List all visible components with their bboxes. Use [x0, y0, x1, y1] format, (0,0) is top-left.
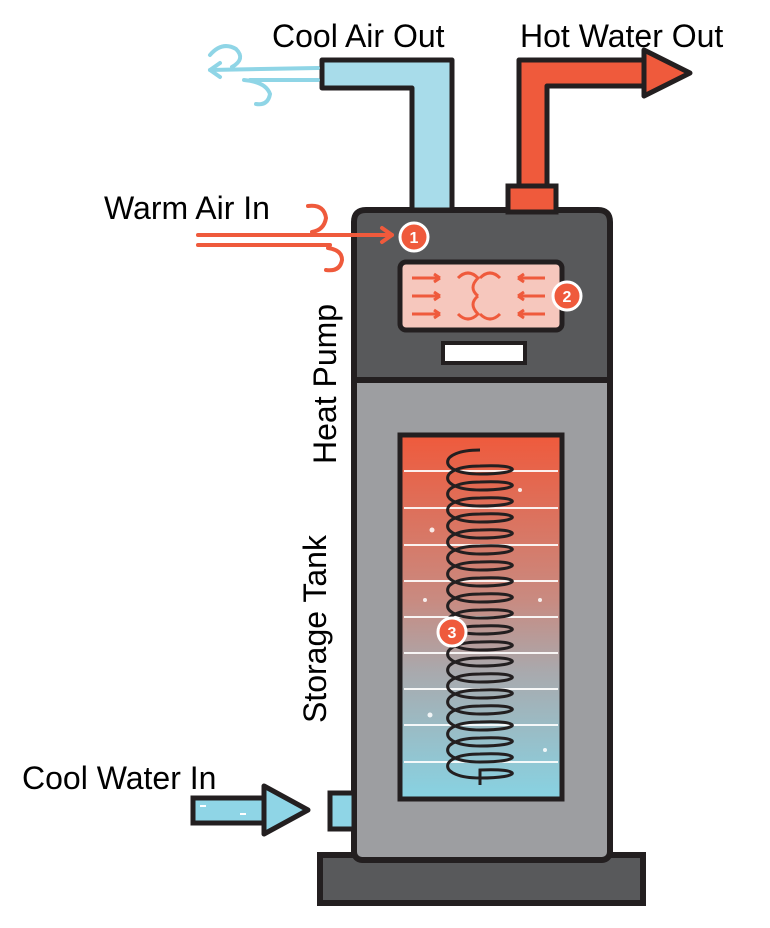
warm-air-in-arrow-icon — [196, 203, 394, 273]
marker-3-label: 3 — [448, 625, 457, 642]
hot-water-out-arrow-icon — [641, 47, 693, 99]
cool-water-in-arrow-icon — [261, 783, 311, 837]
hot-water-fitting — [505, 183, 559, 215]
label-hot-water-out: Hot Water Out — [520, 18, 724, 54]
cool-water-fitting — [327, 790, 357, 832]
marker-2-label: 2 — [563, 289, 572, 306]
exchanger-airflow-icon — [412, 271, 545, 321]
marker-3: 3 — [436, 616, 468, 648]
hot-water-out-pipe — [516, 57, 651, 189]
cool-air-out-pipe — [319, 57, 455, 213]
cool-water-flow-dashes — [200, 801, 324, 819]
control-display — [441, 341, 527, 365]
marker-2: 2 — [551, 280, 583, 312]
label-warm-air-in: Warm Air In — [104, 190, 270, 226]
marker-1: 1 — [398, 221, 430, 253]
label-cool-air-out: Cool Air Out — [272, 18, 445, 54]
water-bubbles — [423, 488, 547, 752]
label-storage-tank: Storage Tank — [297, 535, 333, 723]
marker-1-label: 1 — [410, 230, 419, 247]
heating-coil — [446, 448, 514, 785]
cool-water-in-pipe — [190, 795, 268, 826]
label-heat-pump: Heat Pump — [307, 303, 343, 464]
cool-air-out-airflow-icon — [208, 44, 320, 107]
label-cool-water-in: Cool Water In — [22, 760, 217, 796]
